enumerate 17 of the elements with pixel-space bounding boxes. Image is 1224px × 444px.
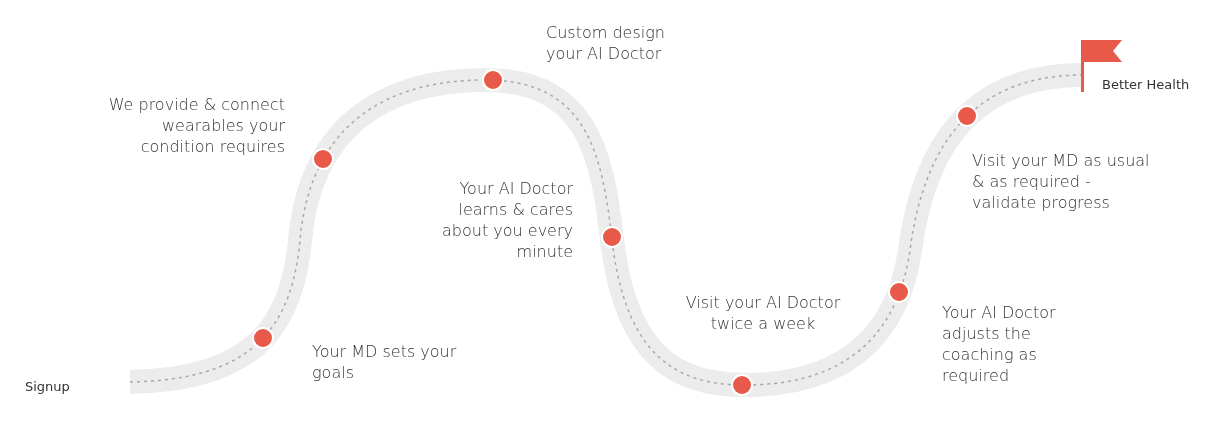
dashed-path-line: [974, 74, 1084, 110]
milestone-dot: [312, 148, 335, 170]
milestone-dot: [252, 327, 275, 349]
dashed-path-line: [503, 80, 612, 228]
dashed-path-line: [269, 168, 320, 331]
goal-label: Better Health: [1102, 77, 1190, 92]
step-caption: Your AI Doctor adjusts the coaching as required: [942, 302, 1057, 386]
start-label: Signup: [25, 378, 70, 395]
step-caption: Your MD sets your goals: [312, 341, 458, 383]
dashed-path-line: [612, 247, 732, 386]
step-caption: Custom design your AI Doctor: [546, 22, 666, 64]
milestone-dot: [956, 105, 979, 128]
dashed-path-line: [902, 123, 961, 283]
step-caption: Visit your MD as usual & as required - validate progress: [972, 150, 1151, 213]
step-caption: Your AI Doctor learns & cares about you every minute: [441, 178, 573, 262]
step-caption: We provide & connect wearables your condition requires: [107, 94, 285, 157]
step-caption: Visit your AI Doctor twice a week: [684, 292, 842, 334]
